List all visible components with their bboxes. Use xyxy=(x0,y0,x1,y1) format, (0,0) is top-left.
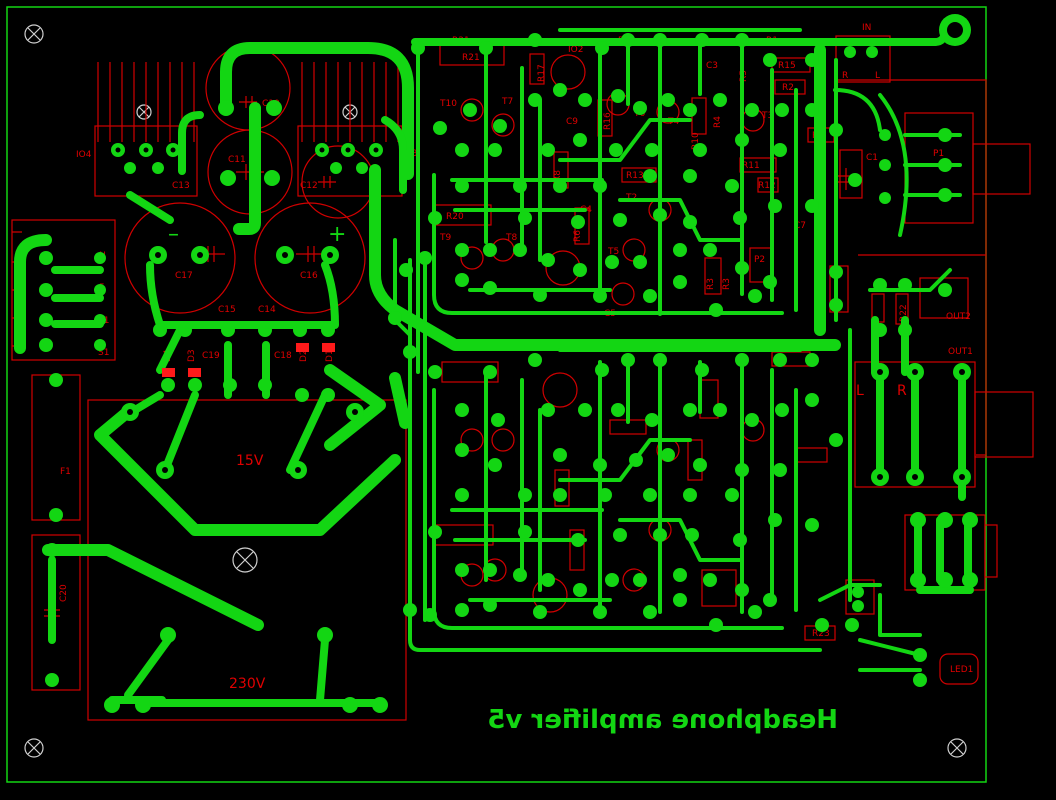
svg-text:C9: C9 xyxy=(566,117,578,127)
left-channel-label: L xyxy=(856,383,864,399)
board-title: Headphone amplifier v5 xyxy=(487,705,838,735)
svg-text:R16: R16 xyxy=(603,112,613,130)
svg-text:R23: R23 xyxy=(812,629,830,639)
out1-label: OUT1 xyxy=(948,347,973,357)
svg-text:C12: C12 xyxy=(300,181,318,191)
svg-text:C20: C20 xyxy=(59,584,69,602)
svg-text:R11: R11 xyxy=(742,161,760,171)
svg-text:T10: T10 xyxy=(439,99,457,109)
input-connector-label: IN xyxy=(862,23,871,33)
volume-pot-label: P1 xyxy=(933,149,944,159)
svg-text:IO2: IO2 xyxy=(568,45,583,55)
svg-text:T8: T8 xyxy=(505,233,517,243)
svg-text:R17: R17 xyxy=(537,64,547,82)
terminal-label: S1 xyxy=(98,348,109,358)
svg-text:R10: R10 xyxy=(691,132,701,150)
svg-text:R4: R4 xyxy=(713,116,723,128)
minus-mark: – xyxy=(168,222,179,247)
fuse-label: F1 xyxy=(60,467,71,477)
svg-text:C15: C15 xyxy=(218,305,236,315)
svg-text:T9: T9 xyxy=(439,233,451,243)
svg-text:R3: R3 xyxy=(706,278,716,290)
input-left-label: L xyxy=(875,71,880,81)
svg-text:C3: C3 xyxy=(706,61,718,71)
svg-text:IO4: IO4 xyxy=(76,150,92,160)
transformer-primary-label: 230V xyxy=(229,676,266,692)
out2-label: OUT2 xyxy=(946,312,971,322)
svg-text:R21: R21 xyxy=(462,53,480,63)
svg-text:C16: C16 xyxy=(300,271,318,281)
svg-text:C18: C18 xyxy=(274,351,292,361)
right-channel-label: R xyxy=(897,383,907,399)
svg-text:R3: R3 xyxy=(722,278,732,290)
svg-text:R22: R22 xyxy=(899,304,909,322)
svg-text:R6: R6 xyxy=(573,230,583,242)
input-right-label: R xyxy=(842,71,848,81)
svg-text:C11: C11 xyxy=(228,155,246,165)
transformer-secondary-label: 15V xyxy=(236,453,264,469)
svg-text:P2: P2 xyxy=(754,255,765,265)
svg-text:R2: R2 xyxy=(782,83,794,93)
component-pads xyxy=(39,33,978,713)
svg-text:C13: C13 xyxy=(172,181,190,191)
svg-text:C1: C1 xyxy=(866,153,878,163)
svg-text:R8: R8 xyxy=(553,170,563,182)
svg-text:C14: C14 xyxy=(258,305,276,315)
svg-text:C19: C19 xyxy=(202,351,220,361)
svg-text:D2: D2 xyxy=(299,349,309,362)
led-label: LED1 xyxy=(950,665,973,675)
svg-text:T3: T3 xyxy=(761,111,773,121)
svg-text:D1: D1 xyxy=(325,349,335,362)
svg-text:R15: R15 xyxy=(778,61,796,71)
svg-text:R12: R12 xyxy=(758,181,776,191)
svg-text:T7: T7 xyxy=(501,97,513,107)
svg-text:T5: T5 xyxy=(607,247,619,257)
copper-layer xyxy=(14,14,978,713)
svg-text:C7: C7 xyxy=(794,221,806,231)
mounting-holes xyxy=(24,24,967,758)
svg-text:C17: C17 xyxy=(175,271,193,281)
svg-text:R20: R20 xyxy=(446,212,464,222)
plus-mark: + xyxy=(328,222,346,247)
svg-text:D3: D3 xyxy=(187,349,197,362)
svg-text:R13: R13 xyxy=(626,171,644,181)
